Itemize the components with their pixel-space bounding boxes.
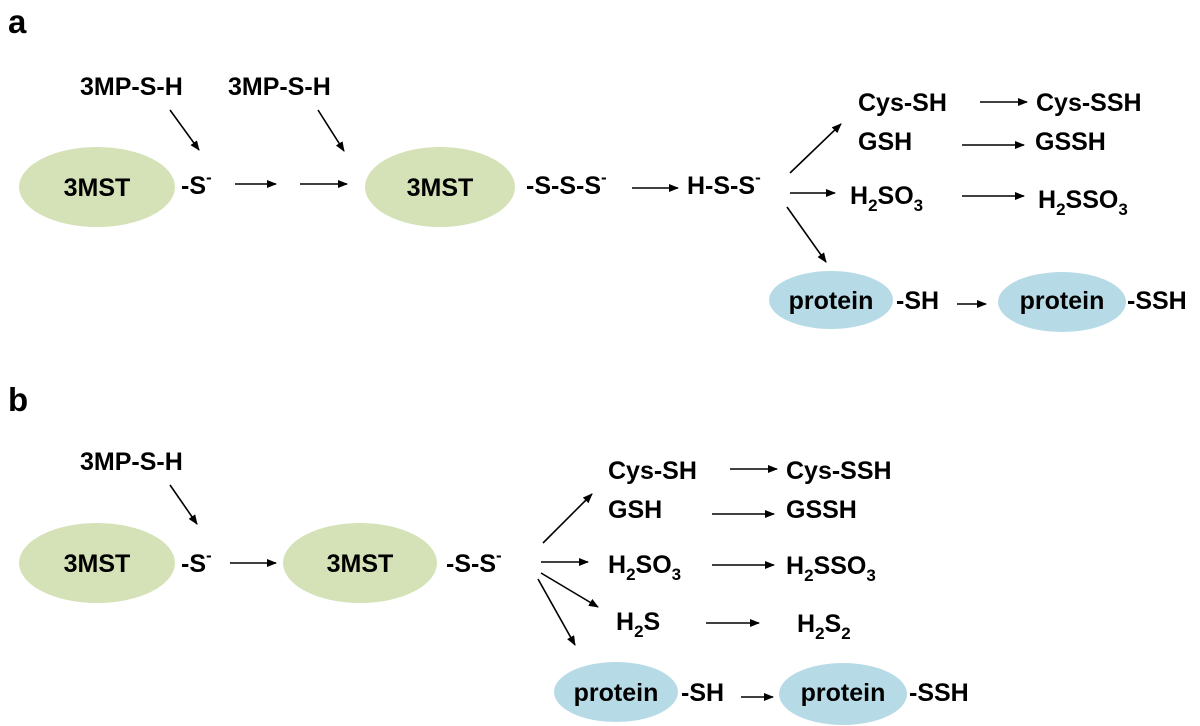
panel-a: a 3MST -S- 3MP-S-H 3MP-S-H 3MST -S-S-S- … — [8, 3, 1187, 332]
sulfite-reactant-h: H — [608, 551, 626, 579]
protein-ellipse-1 — [769, 271, 893, 329]
h2s-product: H2S2 — [797, 610, 851, 643]
enzyme-3mst-ellipse-2 — [283, 523, 437, 603]
sulfite-reactant-sub2: 3 — [672, 565, 681, 584]
enzyme-3mst-ellipse-1 — [19, 523, 175, 603]
protein-label-1: protein — [574, 679, 659, 707]
h2s-reactant: H2S — [616, 608, 660, 641]
sulfite-reactant-sub1: 2 — [868, 196, 877, 215]
h2s-product-mid: S — [825, 610, 842, 638]
persulfide-charge: - — [206, 546, 212, 565]
sulfite-reactant: H2SO3 — [608, 551, 681, 584]
arrow-substrate-1-to-enzyme — [169, 109, 200, 151]
released-species-charge: - — [755, 168, 761, 187]
sulfite-reactant-sub1: 2 — [626, 565, 635, 584]
cys-product: Cys-SSH — [1036, 89, 1142, 117]
h2s-reactant-h: H — [616, 608, 634, 636]
h2s-product-sub2: 2 — [841, 624, 850, 643]
h2s-product-h: H — [797, 610, 815, 638]
gsh-reactant: GSH — [608, 496, 662, 524]
panel-b-label: b — [8, 381, 28, 418]
cys-product: Cys-SSH — [786, 457, 892, 485]
arrow-to-protein — [537, 578, 576, 646]
arrow-to-thiols — [789, 123, 842, 174]
disulfide-label: -S-S- — [446, 546, 502, 578]
sulfite-reactant: H2SO3 — [850, 182, 923, 215]
persulfide-text: -S — [181, 172, 206, 200]
protein-suffix-2: -SSH — [909, 679, 969, 707]
enzyme-3mst-label-1: 3MST — [64, 174, 131, 202]
gsh-product: GSSH — [786, 496, 857, 524]
sulfite-product-h: H — [786, 552, 804, 580]
protein-label-2: protein — [1020, 287, 1105, 315]
sulfite-reactant-h: H — [850, 182, 868, 210]
sulfite-product-sub2: 3 — [1118, 200, 1127, 219]
substrate-3mp: 3MP-S-H — [80, 448, 183, 476]
released-species-text: H-S-S — [687, 172, 755, 200]
disulfide-text: -S-S — [446, 550, 496, 578]
arrow-substrate-2-to-enzyme — [317, 109, 345, 152]
enzyme-3mst-ellipse-2 — [365, 147, 515, 227]
panel-a-label: a — [8, 3, 27, 40]
h2s-reactant-sub: 2 — [634, 622, 643, 641]
protein-label-2: protein — [801, 679, 886, 707]
sulfite-product-sub1: 2 — [804, 566, 813, 585]
released-species-label: H-S-S- — [687, 168, 761, 200]
arrow-to-protein — [786, 206, 827, 263]
protein-suffix-2: -SSH — [1127, 287, 1187, 315]
panel-b: b 3MP-S-H 3MST -S- 3MST -S-S- Cys-SH Cys… — [8, 381, 969, 725]
protein-ellipse-2 — [779, 663, 907, 725]
persulfide-label: -S- — [181, 546, 212, 578]
arrow-to-thiols — [542, 493, 593, 544]
enzyme-3mst-label-2: 3MST — [327, 550, 394, 578]
polysulfide-text: -S-S-S — [526, 172, 601, 200]
sulfite-reactant-mid: SO — [878, 182, 914, 210]
arrow-substrate-to-enzyme — [169, 484, 198, 525]
sulfite-product: H2SSO3 — [786, 552, 876, 585]
polysulfide-label: -S-S-S- — [526, 168, 607, 200]
sulfite-reactant-sub2: 3 — [914, 196, 923, 215]
h2s-product-sub1: 2 — [815, 624, 824, 643]
protein-suffix-1: -SH — [896, 287, 939, 315]
substrate-3mp-1: 3MP-S-H — [80, 73, 183, 101]
disulfide-charge: - — [496, 546, 502, 565]
enzyme-3mst-label-1: 3MST — [64, 550, 131, 578]
sulfite-product-sub2: 3 — [866, 566, 875, 585]
sulfite-product-h: H — [1038, 186, 1056, 214]
protein-suffix-1: -SH — [681, 679, 724, 707]
protein-ellipse-2 — [998, 272, 1126, 332]
arrow-to-h2s — [540, 572, 599, 608]
cys-reactant: Cys-SH — [608, 457, 697, 485]
cys-reactant: Cys-SH — [858, 89, 947, 117]
protein-label-1: protein — [789, 287, 874, 315]
sulfite-product-mid: SSO — [1066, 186, 1119, 214]
sulfite-reactant-mid: SO — [636, 551, 672, 579]
enzyme-3mst-label-2: 3MST — [407, 174, 474, 202]
persulfide-charge: - — [206, 168, 212, 187]
persulfide-label: -S- — [181, 168, 212, 200]
h2s-reactant-tail: S — [644, 608, 661, 636]
enzyme-3mst-ellipse-1 — [19, 147, 175, 227]
substrate-3mp-2: 3MP-S-H — [228, 73, 331, 101]
sulfite-product-sub1: 2 — [1056, 200, 1065, 219]
sulfite-product: H2SSO3 — [1038, 186, 1128, 219]
gsh-product: GSSH — [1035, 128, 1106, 156]
protein-ellipse-1 — [554, 662, 678, 722]
sulfite-product-mid: SSO — [814, 552, 867, 580]
gsh-reactant: GSH — [858, 128, 912, 156]
persulfide-text: -S — [181, 550, 206, 578]
polysulfide-charge: - — [601, 168, 607, 187]
